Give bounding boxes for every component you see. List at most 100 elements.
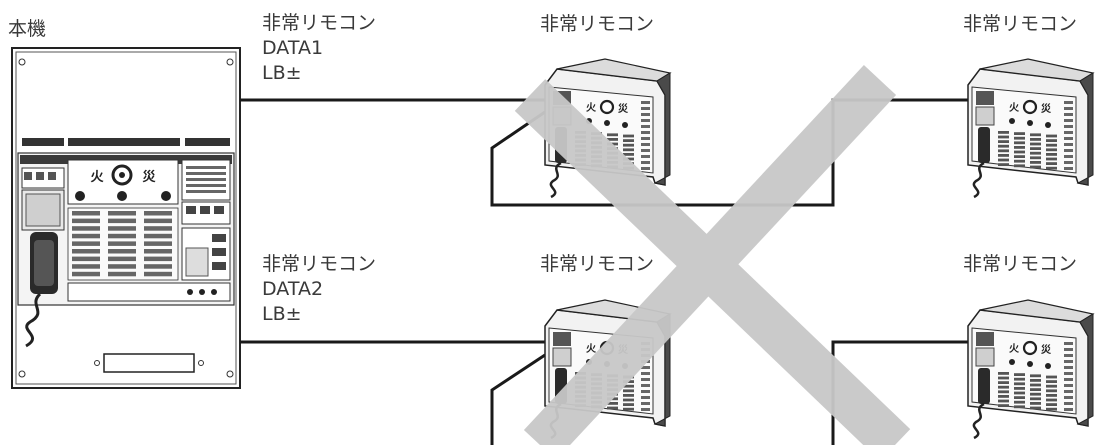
remote-key [623,407,634,411]
remote-key [1030,161,1041,164]
remote-key [623,139,634,142]
remote-key [998,385,1009,389]
fire-glyph-main: 火 [90,170,104,185]
remote-key [1030,142,1041,146]
dial-knob [1022,340,1038,356]
disaster-glyph: 災 [1040,344,1052,356]
main-unit-key [144,218,172,224]
remote-key [1014,155,1025,158]
main-unit-key [108,264,136,269]
remote-key [623,148,634,152]
remote-key [607,133,618,137]
remote-key [998,376,1009,380]
remote-key [1030,138,1041,141]
remote-key [623,134,634,138]
fire-glyph: 火 [586,102,597,114]
fire-glyph: 火 [1009,343,1020,355]
main-unit-key [108,271,136,277]
main-unit-key [144,226,172,231]
remote-key [1030,397,1041,401]
remote-key [998,381,1009,384]
remote-key [998,390,1009,394]
remote-key [623,389,634,393]
remote-key [998,163,1009,166]
main-unit-key [108,218,136,224]
remote-key [1046,389,1057,393]
main-unit-key [144,241,172,246]
remote-key [998,140,1009,143]
remote-key [998,144,1009,148]
remote-key [1014,391,1025,395]
remote-key [1014,141,1025,145]
remote-key [1014,159,1025,163]
main-unit-key [144,264,172,269]
remote-key [1046,380,1057,383]
remote-key [998,372,1009,375]
main-unit-key [144,233,172,239]
line-2-label: 非常リモコン DATA2 LB± [262,253,376,325]
main-unit-key [72,271,100,277]
disaster-glyph: 災 [617,103,629,115]
remote-key [1014,387,1025,390]
remote-key [607,138,618,141]
line-1-text-3: LB± [262,62,302,84]
line-1-text-2: DATA1 [262,37,324,59]
main-unit-key [72,233,100,239]
remote-key [623,394,634,397]
cross-stroke-2 [523,65,897,445]
main-unit-key [144,271,172,277]
remote-key [1014,164,1025,168]
remote-key [998,135,1009,139]
remote-key [607,402,618,405]
remote-key [1030,388,1041,391]
remote-key [998,399,1009,403]
remote-key [1014,382,1025,386]
remote-key [1014,373,1025,376]
line-2-text-2: DATA2 [262,278,324,300]
main-unit-key [108,211,136,216]
remote-key [1046,162,1057,165]
main-unit-key [72,264,100,269]
disaster-glyph: 災 [1040,103,1052,115]
main-unit-key [108,241,136,246]
remote-key [998,395,1009,398]
remote-key [1030,156,1041,160]
main-unit-key [72,218,100,224]
main-unit-key [108,226,136,231]
remote-key [1046,166,1057,170]
main-unit-key [72,211,100,216]
remote-key [1014,377,1025,381]
remote-key [1030,147,1041,150]
remote-device-top-right: 火災 [967,58,1095,199]
remote-key [1030,383,1041,387]
remote-key [1046,394,1057,397]
remote-key [1030,402,1041,405]
remote-label-top-middle: 非常リモコン [540,13,655,35]
main-unit-key [72,226,100,231]
main-unit-key [72,241,100,246]
remote-key [1030,406,1041,410]
remote-key [1014,400,1025,404]
line-2-text-3: LB± [262,303,302,325]
disaster-glyph-main: 災 [142,170,156,185]
remote-key [1014,396,1025,399]
remote-label-top-right: 非常リモコン [963,13,1078,35]
main-unit-handset [25,232,58,348]
remote-key [1046,134,1057,138]
remote-key [623,398,634,402]
remote-key [1046,407,1057,411]
main-unit-key [108,233,136,239]
remote-key [1046,157,1057,161]
main-unit-key [144,249,172,254]
remote-key [1014,146,1025,149]
remote-key [998,131,1009,134]
remote-key [1014,405,1025,409]
main-unit-label: 本機 [8,18,47,40]
prohibited-cross [514,65,911,445]
remote-key [1046,403,1057,406]
wire-line-2-branch [490,353,546,445]
line-2-text-1: 非常リモコン [262,253,377,275]
remote-key [998,154,1009,157]
